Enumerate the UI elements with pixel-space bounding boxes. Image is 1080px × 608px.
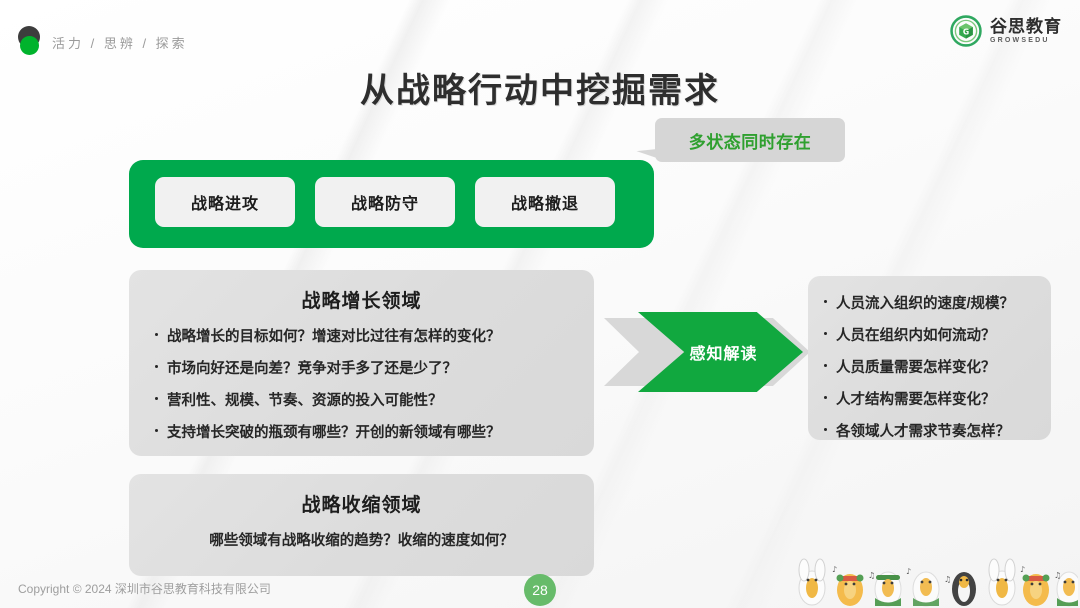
strategy-card[interactable]: 战略撤退 bbox=[475, 177, 615, 227]
list-item: 支持增长突破的瓶颈有哪些？开创的新领域有哪些？ bbox=[155, 421, 594, 442]
list-item: 市场向好还是向差？竞争对手多了还是少了？ bbox=[155, 357, 594, 378]
growth-panel: 战略增长领域 战略增长的目标如何？增速对比过往有怎样的变化？ 市场向好还是向差？… bbox=[129, 270, 594, 456]
strategy-card[interactable]: 战略防守 bbox=[315, 177, 455, 227]
list-item: 人员质量需要怎样变化？ bbox=[824, 356, 1051, 377]
shrink-panel: 战略收缩领域 哪些领域有战略收缩的趋势？收缩的速度如何？ bbox=[129, 474, 594, 576]
logo-text: 谷思教育 GROWSEDU bbox=[990, 18, 1062, 44]
list-item: 战略增长的目标如何？增速对比过往有怎样的变化？ bbox=[155, 325, 594, 346]
green-circle-icon bbox=[20, 36, 39, 55]
strategy-card-label: 战略撤退 bbox=[510, 196, 579, 213]
svg-text:♪: ♪ bbox=[1020, 565, 1025, 574]
list-item: 各领域人才需求节奏怎样？ bbox=[824, 420, 1051, 441]
growth-panel-title: 战略增长领域 bbox=[301, 291, 422, 312]
svg-text:G: G bbox=[963, 27, 969, 36]
strategy-card-label: 战略进攻 bbox=[190, 196, 259, 213]
list-item: 人员流入组织的速度/规模？ bbox=[824, 292, 1051, 313]
multi-state-callout-label: 多状态同时存在 bbox=[688, 132, 812, 152]
list-item: 人才结构需要怎样变化？ bbox=[824, 388, 1051, 409]
list-item: 人员在组织内如何流动？ bbox=[824, 324, 1051, 345]
svg-text:♫: ♫ bbox=[944, 575, 951, 584]
footer-copyright: Copyright © 2024 深圳市谷思教育科技有限公司 bbox=[18, 582, 271, 596]
dual-circle-logo-icon bbox=[18, 26, 40, 56]
strategy-card[interactable]: 战略进攻 bbox=[155, 177, 295, 227]
svg-text:♫: ♫ bbox=[1054, 571, 1061, 580]
strategy-card-group: 战略进攻 战略防守 战略撤退 bbox=[155, 177, 615, 227]
page-number-badge: 28 bbox=[524, 574, 556, 606]
list-item: 营利性、规模、节奏、资源的投入可能性？ bbox=[155, 389, 594, 410]
svg-text:♫: ♫ bbox=[868, 571, 875, 580]
logo-name-cn: 谷思教育 bbox=[990, 17, 1062, 36]
slide-title: 从战略行动中挖掘需求 bbox=[360, 72, 720, 110]
brand-logo: G 谷思教育 GROWSEDU bbox=[949, 14, 1062, 48]
talent-panel: 人员流入组织的速度/规模？ 人员在组织内如何流动？ 人员质量需要怎样变化？ 人才… bbox=[808, 276, 1051, 440]
shrink-panel-line: 哪些领域有战略收缩的趋势？收缩的速度如何？ bbox=[209, 533, 514, 549]
growth-panel-bullets: 战略增长的目标如何？增速对比过往有怎样的变化？ 市场向好还是向差？竞争对手多了还… bbox=[129, 325, 594, 442]
duck-mascots-icon: ♪ ♫ ♪ ♫ ♪ ♫ bbox=[798, 558, 1078, 607]
svg-text:♪: ♪ bbox=[906, 567, 911, 576]
page-number-label: 28 bbox=[532, 582, 548, 598]
arrow-label: 感知解读 bbox=[689, 346, 758, 363]
multi-state-callout: 多状态同时存在 bbox=[655, 118, 845, 162]
shrink-panel-title: 战略收缩领域 bbox=[301, 495, 422, 516]
growsedu-cube-emblem-icon: G bbox=[950, 15, 982, 47]
mascot-decoration: ♪ ♫ ♪ ♫ ♪ ♫ bbox=[788, 558, 1078, 608]
header-tagline: 活力 / 思辨 / 探索 bbox=[52, 36, 188, 51]
logo-name-en: GROWSEDU bbox=[990, 37, 1050, 44]
strategy-card-label: 战略防守 bbox=[350, 196, 419, 213]
talent-panel-bullets: 人员流入组织的速度/规模？ 人员在组织内如何流动？ 人员质量需要怎样变化？ 人才… bbox=[808, 292, 1051, 441]
svg-text:♪: ♪ bbox=[832, 565, 837, 574]
